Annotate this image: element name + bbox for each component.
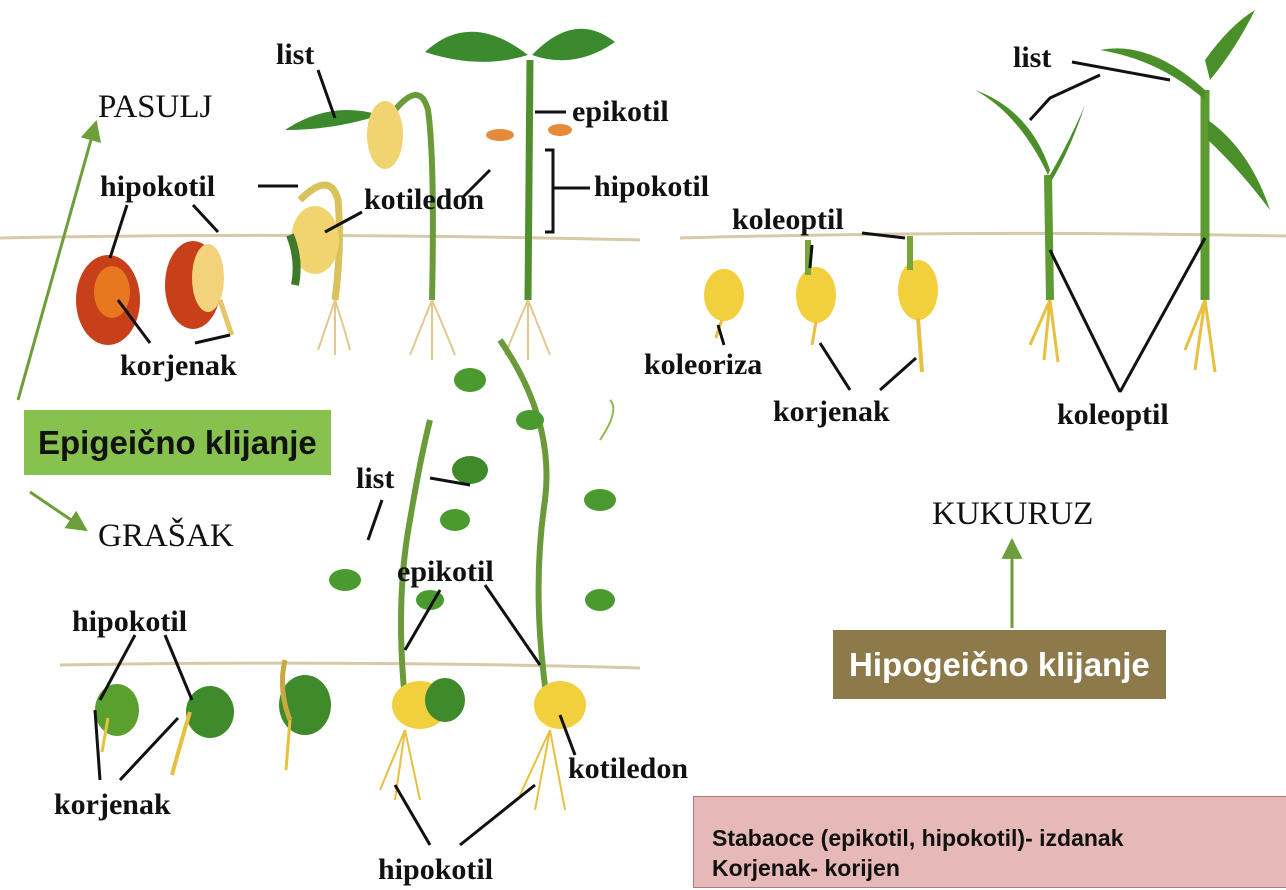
label-pea-kotiledon: kotiledon <box>568 754 688 784</box>
plant-name-grasak: GRAŠAK <box>98 520 234 553</box>
label-bean-hipokotil-right: hipokotil <box>594 172 709 202</box>
label-bean-epikotil: epikotil <box>572 97 669 127</box>
bean-seed-1 <box>76 255 140 345</box>
plant-name-pasulj: PASULJ <box>98 91 212 124</box>
label-pea-korjenak: korjenak <box>54 790 171 820</box>
label-pea-hipokotil-bottom: hipokotil <box>378 855 493 885</box>
bean-seed-2 <box>165 241 232 335</box>
note-line-1: Stabaoce (epikotil, hipokotil)- izdanak <box>712 823 1286 853</box>
callout-epigeic: Epigeično klijanje <box>24 410 331 475</box>
note-line-2: Korjenak- korijen <box>712 853 1286 883</box>
pea-seed-3 <box>279 660 331 770</box>
label-pea-epikotil: epikotil <box>397 557 494 587</box>
label-corn-koleoriza: koleoriza <box>644 350 762 380</box>
pea-plant-1 <box>329 420 470 800</box>
corn-seed-3 <box>898 236 938 372</box>
pea-seed-2 <box>172 686 234 775</box>
label-corn-koleoptil-top: koleoptil <box>732 205 844 235</box>
note-box: Stabaoce (epikotil, hipokotil)- izdanak … <box>693 796 1286 888</box>
label-bean-korjenak: korjenak <box>120 351 237 381</box>
label-bean-list: list <box>276 40 314 70</box>
callout-hypogeic: Hipogeično klijanje <box>833 630 1166 699</box>
label-corn-korjenak: korjenak <box>773 397 890 427</box>
corn-plant-1 <box>975 90 1085 362</box>
soil-line-pea <box>60 663 640 668</box>
corn-seed-1 <box>704 269 744 338</box>
corn-seed-2 <box>796 240 836 345</box>
label-pea-list: list <box>356 464 394 494</box>
label-pea-hipokotil-top: hipokotil <box>72 607 187 637</box>
label-corn-list: list <box>1013 43 1051 73</box>
label-bean-hipokotil-left: hipokotil <box>100 172 215 202</box>
label-bean-kotiledon: kotiledon <box>364 185 484 215</box>
bean-seedling-1 <box>290 185 350 355</box>
plant-name-kukuruz: KUKURUZ <box>932 498 1093 531</box>
label-corn-koleoptil-bottom: koleoptil <box>1057 400 1169 430</box>
corn-plant-2 <box>1100 10 1270 372</box>
